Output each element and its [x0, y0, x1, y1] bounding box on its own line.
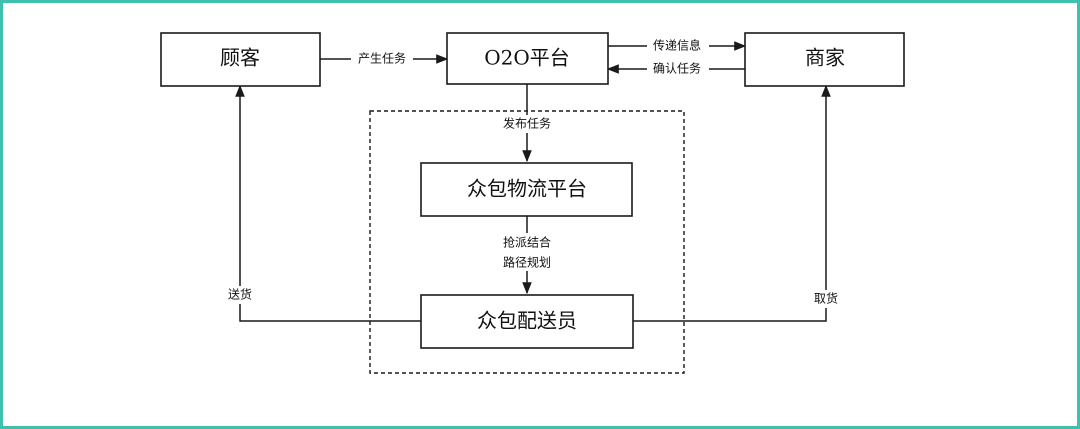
- node-customer: 顾客: [160, 32, 321, 87]
- edge-label-route-planning: 路径规划: [503, 255, 551, 270]
- edge-label-pass-info: 传递信息: [653, 38, 701, 53]
- arrow-courier-to-merchant: [633, 84, 831, 322]
- edge-label-pickup: 取货: [814, 291, 838, 306]
- node-merchant-label: 商家: [805, 46, 845, 70]
- node-customer-label: 顾客: [220, 46, 260, 70]
- node-merchant: 商家: [744, 32, 905, 87]
- edge-label-confirm-task: 确认任务: [653, 61, 701, 76]
- node-crowd-platform-label: 众包物流平台: [467, 177, 587, 201]
- node-crowd-platform: 众包物流平台: [420, 162, 633, 217]
- node-courier: 众包配送员: [420, 294, 634, 349]
- node-o2o-platform-label: O2O平台: [484, 46, 570, 70]
- node-o2o-platform: O2O平台: [446, 32, 609, 85]
- edge-label-publish-task: 发布任务: [503, 116, 551, 131]
- node-courier-label: 众包配送员: [477, 309, 577, 333]
- arrow-courier-to-customer: [235, 84, 421, 322]
- edge-label-deliver: 送货: [228, 287, 252, 302]
- edge-label-grab-assign: 抢派结合: [503, 235, 551, 250]
- edge-label-generate-task: 产生任务: [358, 51, 406, 66]
